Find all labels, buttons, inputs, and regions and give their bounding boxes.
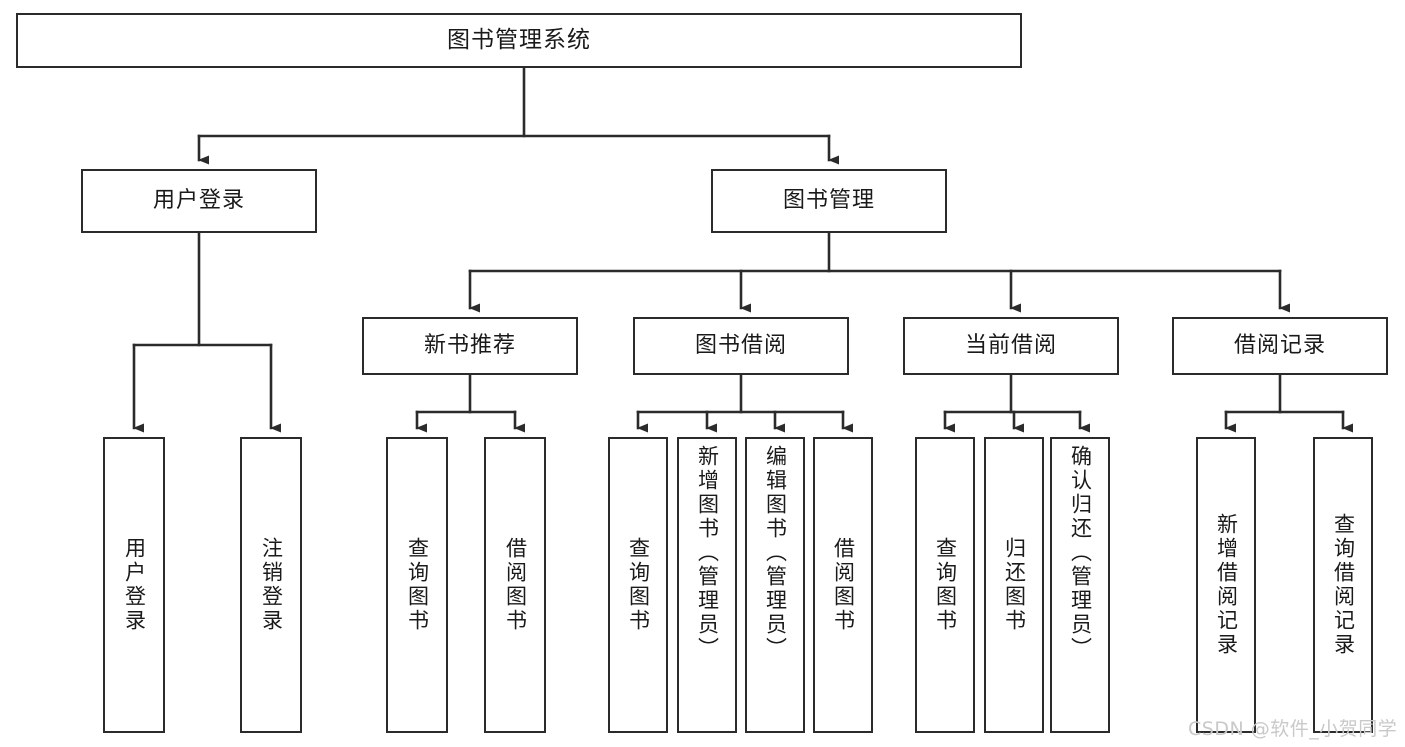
node-current-borrow-label: 当前借阅 [964,332,1057,358]
node-leaf-add-book-admin-label: 新增图书（管理员） [695,445,720,661]
node-leaf-query-book-3[interactable]: 查询图书 [915,437,975,733]
node-leaf-user-login[interactable]: 用户登录 [103,437,165,733]
node-borrow-record-label: 借阅记录 [1233,332,1326,358]
node-user-login[interactable]: 用户登录 [81,169,317,233]
node-leaf-query-book-3-label: 查询图书 [933,537,958,633]
node-root[interactable]: 图书管理系统 [16,13,1022,68]
node-leaf-confirm-return-admin[interactable]: 确认归还（管理员） [1050,437,1110,733]
node-leaf-borrow-book-1-label: 借阅图书 [503,537,528,633]
node-leaf-add-borrow-record-label: 新增借阅记录 [1214,513,1239,657]
node-leaf-edit-book-admin-label: 编辑图书（管理员） [763,445,788,661]
node-leaf-edit-book-admin[interactable]: 编辑图书（管理员） [745,437,805,733]
node-leaf-add-book-admin[interactable]: 新增图书（管理员） [677,437,737,733]
node-leaf-borrow-book-1[interactable]: 借阅图书 [484,437,546,733]
node-leaf-query-book-1[interactable]: 查询图书 [386,437,448,733]
node-leaf-borrow-book-2[interactable]: 借阅图书 [813,437,873,733]
node-root-label: 图书管理系统 [447,26,591,53]
node-leaf-logout-login[interactable]: 注销登录 [240,437,302,733]
node-leaf-return-book-label: 归还图书 [1002,537,1027,633]
node-leaf-return-book[interactable]: 归还图书 [984,437,1044,733]
node-leaf-query-book-2-label: 查询图书 [626,537,651,633]
node-leaf-query-book-2[interactable]: 查询图书 [608,437,668,733]
node-book-management[interactable]: 图书管理 [711,169,947,233]
node-leaf-query-borrow-record-label: 查询借阅记录 [1331,513,1356,657]
node-current-borrow[interactable]: 当前借阅 [903,317,1119,375]
csdn-watermark: CSDN @软件_小贺同学 [1188,718,1398,740]
node-leaf-user-login-label: 用户登录 [122,537,147,633]
node-leaf-logout-login-label: 注销登录 [259,537,284,633]
node-borrow-record[interactable]: 借阅记录 [1172,317,1388,375]
node-leaf-add-borrow-record[interactable]: 新增借阅记录 [1196,437,1256,733]
node-leaf-borrow-book-2-label: 借阅图书 [831,537,856,633]
node-book-management-label: 图书管理 [782,187,875,213]
node-new-book-recommend-label: 新书推荐 [423,332,516,358]
node-leaf-query-borrow-record[interactable]: 查询借阅记录 [1313,437,1373,733]
node-leaf-confirm-return-admin-label: 确认归还（管理员） [1068,445,1093,661]
node-leaf-query-book-1-label: 查询图书 [405,537,430,633]
node-book-borrow[interactable]: 图书借阅 [633,317,849,375]
node-user-login-label: 用户登录 [152,187,245,213]
node-new-book-recommend[interactable]: 新书推荐 [362,317,578,375]
node-book-borrow-label: 图书借阅 [694,332,787,358]
